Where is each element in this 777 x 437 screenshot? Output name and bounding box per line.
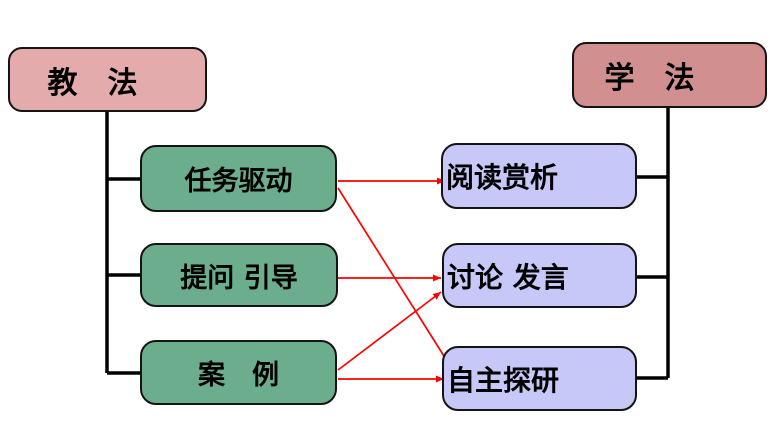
learn-tree-connectors — [637, 108, 670, 380]
edge-case-to-discussion — [337, 291, 442, 371]
teach-tree-connectors — [105, 112, 140, 375]
node-case-study: 案 例 — [140, 340, 337, 405]
node-question-guidance-label: 提问 引导 — [180, 262, 298, 294]
node-reading-appreciation-label: 阅读赏析 — [446, 161, 559, 194]
node-independent-exploration: 自主探研 — [442, 346, 637, 411]
node-teaching-method: 教 法 — [8, 47, 207, 112]
node-discussion-speaking-label: 讨论 发言 — [447, 260, 569, 294]
node-learning-method: 学 法 — [572, 42, 767, 108]
node-learning-method-label: 学 法 — [604, 61, 695, 96]
node-task-driven-label: 任务驱动 — [184, 166, 293, 197]
node-task-driven: 任务驱动 — [140, 145, 337, 212]
node-discussion-speaking: 讨论 发言 — [442, 243, 637, 308]
node-independent-exploration-label: 自主探研 — [447, 363, 560, 397]
node-reading-appreciation: 阅读赏析 — [441, 143, 637, 209]
edge-task-to-exploration — [337, 187, 450, 365]
node-question-guidance: 提问 引导 — [140, 243, 338, 307]
node-case-study-label: 案 例 — [198, 360, 279, 391]
red-arrow-edges — [337, 177, 450, 383]
node-teaching-method-label: 教 法 — [47, 65, 138, 101]
